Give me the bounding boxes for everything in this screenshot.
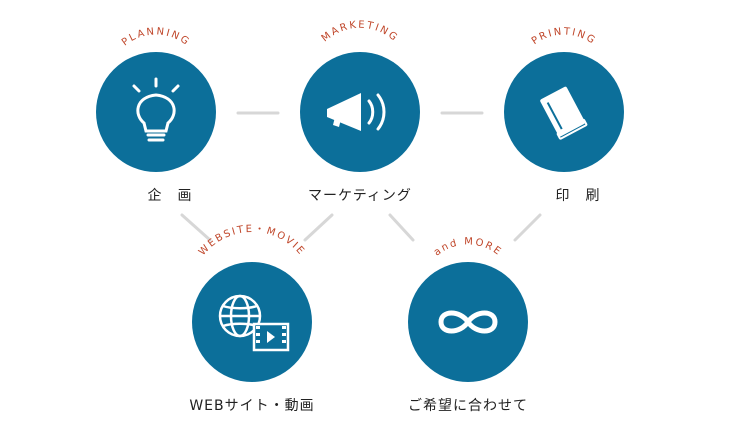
arc-title-planning: PLANNING <box>120 26 190 48</box>
globe-video-icon <box>218 294 290 352</box>
lightbulb-icon <box>132 77 180 142</box>
arc-title-more: and MORE <box>432 236 502 258</box>
circle-printing <box>504 52 624 172</box>
arc-text-planning: PLANNING <box>120 26 190 48</box>
node-printing: PRINTING 印 刷 <box>494 26 634 204</box>
book-icon <box>540 86 588 140</box>
infinity-icon <box>438 310 498 334</box>
circle-planning <box>96 52 216 172</box>
arc-text-printing: PRINTING <box>530 26 596 47</box>
svg-text:PRINTING: PRINTING <box>530 26 598 47</box>
arc-text-more: and MORE <box>432 236 502 258</box>
circle-marketing <box>300 52 420 172</box>
label-marketing: マーケティング <box>308 188 412 204</box>
connector-marketing-more <box>388 213 415 242</box>
svg-text:and MORE: and MORE <box>432 236 504 258</box>
node-marketing: MARKETING マーケティング <box>290 20 430 204</box>
label-website: WEBサイト・動画 <box>189 398 315 414</box>
circle-website <box>192 262 312 382</box>
node-planning: PLANNING 企 画 <box>86 26 226 204</box>
node-more: and MORE ご希望に合わせて <box>398 236 538 414</box>
connector-planning-website <box>180 213 212 242</box>
label-more: ご希望に合わせて <box>408 398 528 414</box>
label-planning: 企 画 <box>147 188 193 204</box>
arc-title-printing: PRINTING <box>530 26 596 47</box>
label-printing: 印 刷 <box>555 188 601 204</box>
connector-printing-more <box>513 213 542 242</box>
node-website: WEBSITE・MOVIE WEBサイト・動画 <box>182 224 322 414</box>
megaphone-icon <box>327 93 386 131</box>
svg-text:PLANNING: PLANNING <box>120 26 192 48</box>
connector-marketing-website <box>303 213 334 242</box>
circle-more <box>408 262 528 382</box>
